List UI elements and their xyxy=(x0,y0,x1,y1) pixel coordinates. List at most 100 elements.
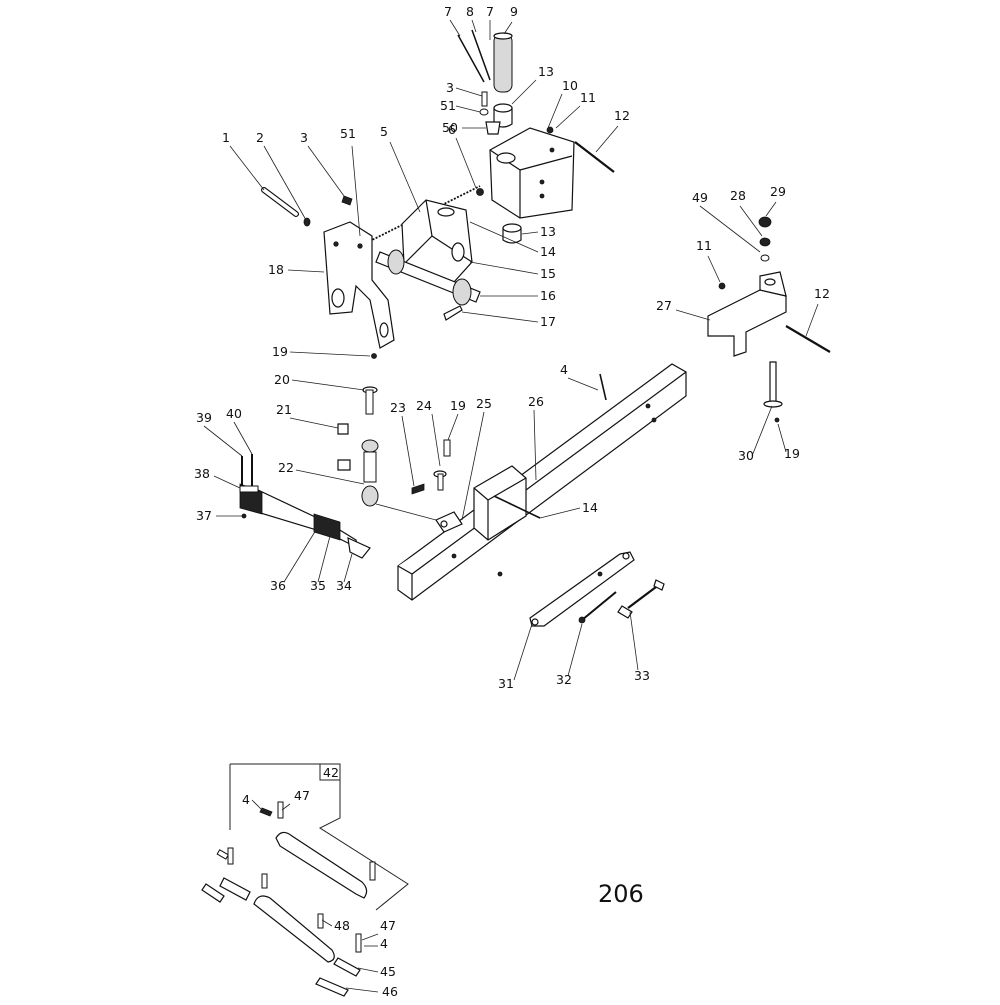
leader-line xyxy=(375,503,437,521)
callout-leader-51b xyxy=(351,145,361,237)
callout-leader-19b xyxy=(447,413,459,441)
bushing-top xyxy=(493,103,513,113)
king-pin-part xyxy=(365,389,374,415)
callout-16: 16 xyxy=(540,288,556,303)
callout-7a: 7 xyxy=(444,4,452,19)
callout-10: 10 xyxy=(562,78,578,93)
shaft-collar xyxy=(387,249,405,275)
callout-leader-30 xyxy=(751,405,773,457)
bracket-hole xyxy=(764,278,776,286)
callout-leader-49 xyxy=(699,205,761,253)
callout-leader-29 xyxy=(765,201,777,217)
callout-leader-34 xyxy=(343,553,353,583)
callout-20: 20 xyxy=(274,372,290,387)
split-pin-part xyxy=(457,34,485,83)
callout-19b: 19 xyxy=(450,398,466,413)
callout-leader-39 xyxy=(203,425,243,457)
callout-leader-11a xyxy=(555,105,581,129)
beam-hole xyxy=(645,403,651,409)
nut-part xyxy=(758,216,772,228)
callout-leader-45 xyxy=(357,967,379,973)
link-hole xyxy=(597,571,603,577)
page-number: 206 xyxy=(598,880,644,908)
plate-part xyxy=(239,485,259,493)
callout-leader-4b xyxy=(251,799,263,811)
callout-40: 40 xyxy=(226,406,242,421)
pin-part xyxy=(261,873,268,889)
callout-22: 22 xyxy=(278,460,294,475)
bolt-part xyxy=(574,141,615,173)
plate-hole xyxy=(357,243,363,249)
sleeve-part xyxy=(201,883,225,903)
callout-26: 26 xyxy=(528,394,544,409)
bolt-part xyxy=(443,439,451,457)
bracket-hole xyxy=(539,179,545,185)
callout-leader-6 xyxy=(455,137,477,189)
beam-hole xyxy=(651,417,657,423)
callout-50: 50 xyxy=(442,120,458,135)
sleeve-part xyxy=(333,957,361,977)
callout-leader-48 xyxy=(321,919,333,927)
swivel-base xyxy=(361,485,379,507)
pin-body xyxy=(262,188,298,216)
callout-leader-19c xyxy=(777,423,787,453)
callout-48: 48 xyxy=(334,918,350,933)
bushing-top xyxy=(502,223,522,233)
nut-part xyxy=(546,126,554,134)
callout-leader-40 xyxy=(233,421,253,455)
callout-29: 29 xyxy=(770,184,786,199)
callout-leaders xyxy=(203,19,819,993)
callout-39: 39 xyxy=(196,410,212,425)
pin-part xyxy=(369,861,376,881)
pivot-pin-cap xyxy=(493,32,513,40)
callout-4c: 4 xyxy=(380,936,388,951)
main-beam-assembly xyxy=(397,363,687,601)
bracket-part xyxy=(707,289,787,357)
callout-4a: 4 xyxy=(560,362,568,377)
sleeve-part xyxy=(219,877,251,901)
callout-46: 46 xyxy=(382,984,398,999)
callout-leader-4a xyxy=(567,377,599,391)
callout-47a: 47 xyxy=(294,788,310,803)
callout-19c: 19 xyxy=(784,446,800,461)
callout-8: 8 xyxy=(466,4,474,19)
top-link-assembly xyxy=(529,551,665,627)
callout-leader-25 xyxy=(461,411,485,521)
housing-edge xyxy=(403,235,433,265)
callout-13b: 13 xyxy=(540,224,556,239)
callout-23: 23 xyxy=(390,400,406,415)
callout-1: 1 xyxy=(222,130,230,145)
sleeve-part xyxy=(315,977,349,997)
bracket-hole xyxy=(539,193,545,199)
callout-28: 28 xyxy=(730,188,746,203)
callout-12b: 12 xyxy=(814,286,830,301)
stand-post-part xyxy=(769,361,777,403)
callout-25: 25 xyxy=(476,396,492,411)
beam-sleeve-part xyxy=(473,465,527,541)
callout-leader-3a xyxy=(455,87,483,97)
callout-45: 45 xyxy=(380,964,396,979)
callout-5: 5 xyxy=(380,124,388,139)
callout-33: 33 xyxy=(634,668,650,683)
callout-9: 9 xyxy=(510,4,518,19)
callout-12a: 12 xyxy=(614,108,630,123)
pin-part xyxy=(371,353,377,359)
pin-part xyxy=(216,849,230,860)
callout-leader-8 xyxy=(471,19,477,33)
callout-21: 21 xyxy=(276,402,292,417)
callout-11b: 11 xyxy=(696,238,712,253)
callout-leader-47b xyxy=(361,933,379,941)
callout-leader-46 xyxy=(345,987,379,993)
callout-leader-18 xyxy=(287,269,325,273)
lever-block-part xyxy=(313,513,341,541)
callout-49: 49 xyxy=(692,190,708,205)
callout-14a: 14 xyxy=(540,244,556,259)
callout-4b: 4 xyxy=(242,792,250,807)
stand-foot xyxy=(763,400,783,408)
callout-30: 30 xyxy=(738,448,754,463)
mounting-plate-part xyxy=(323,221,395,349)
screw-part xyxy=(241,513,247,519)
callout-leader-20 xyxy=(291,379,365,391)
